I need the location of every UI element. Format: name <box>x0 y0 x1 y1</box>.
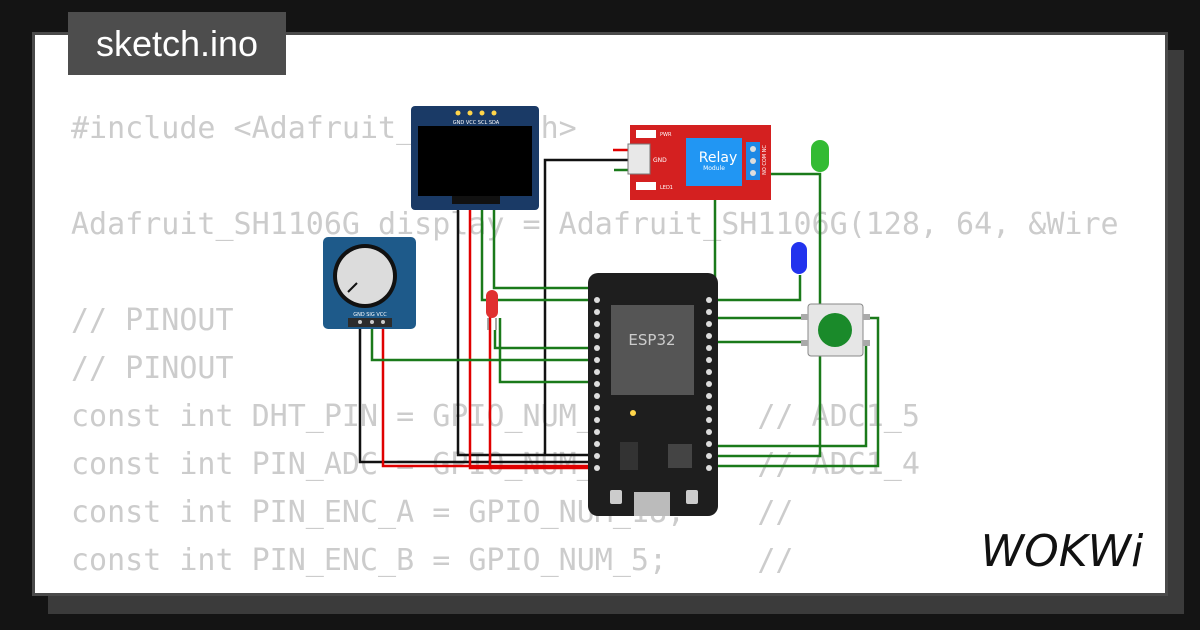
wire-green <box>715 275 802 302</box>
relay-module[interactable]: Relay Module PWR LED1 GND NO COM NC <box>627 125 771 200</box>
relay-gnd-label: GND <box>653 157 667 164</box>
code-line: // PINOUT <box>71 351 234 386</box>
wire-green <box>715 342 868 448</box>
encoder-pin-labels: GND SIG VCC <box>353 312 387 318</box>
wire-green <box>370 326 598 362</box>
esp32-board[interactable]: ESP32 <box>588 273 718 516</box>
wire-green <box>715 316 880 468</box>
led-green[interactable] <box>811 140 829 172</box>
wokwi-logo: WOKWi <box>981 526 1144 577</box>
relay-led-label: LED1 <box>660 185 673 191</box>
oled-display[interactable]: GND VCC SCL SDA <box>411 106 539 210</box>
led-blue[interactable] <box>791 242 807 274</box>
relay-subtitle: Module <box>703 165 725 172</box>
rotary-encoder[interactable]: GND SIG VCC <box>323 237 416 329</box>
esp32-label: ESP32 <box>628 331 675 349</box>
code-line: const int PIN_ENC_PUSH = GPIO_NUM_19; // <box>71 585 1119 593</box>
wire-black <box>358 326 598 464</box>
esp32-right-pins <box>706 297 712 471</box>
relay-title: Relay <box>699 150 737 166</box>
esp32-left-pins <box>594 297 600 471</box>
led-red[interactable] <box>486 290 498 330</box>
code-line: const int PIN_ENC_B = GPIO_NUM_5; // <box>71 543 794 578</box>
code-line: // PINOUT <box>71 303 234 338</box>
wire-red <box>381 326 598 468</box>
file-tab[interactable]: sketch.ino <box>68 12 286 75</box>
wire-green <box>493 330 598 350</box>
push-button[interactable] <box>801 303 870 357</box>
wire-green <box>498 318 598 384</box>
wire-black <box>543 158 640 455</box>
wires <box>358 120 880 470</box>
oled-pin-labels: GND VCC SCL SDA <box>453 120 500 126</box>
wire-black <box>456 120 598 457</box>
relay-pwr-label: PWR <box>660 132 672 138</box>
code-line: Adafruit_SH1106G display = Adafruit_SH11… <box>71 207 1119 242</box>
relay-output-labels: NO COM NC <box>762 145 768 175</box>
